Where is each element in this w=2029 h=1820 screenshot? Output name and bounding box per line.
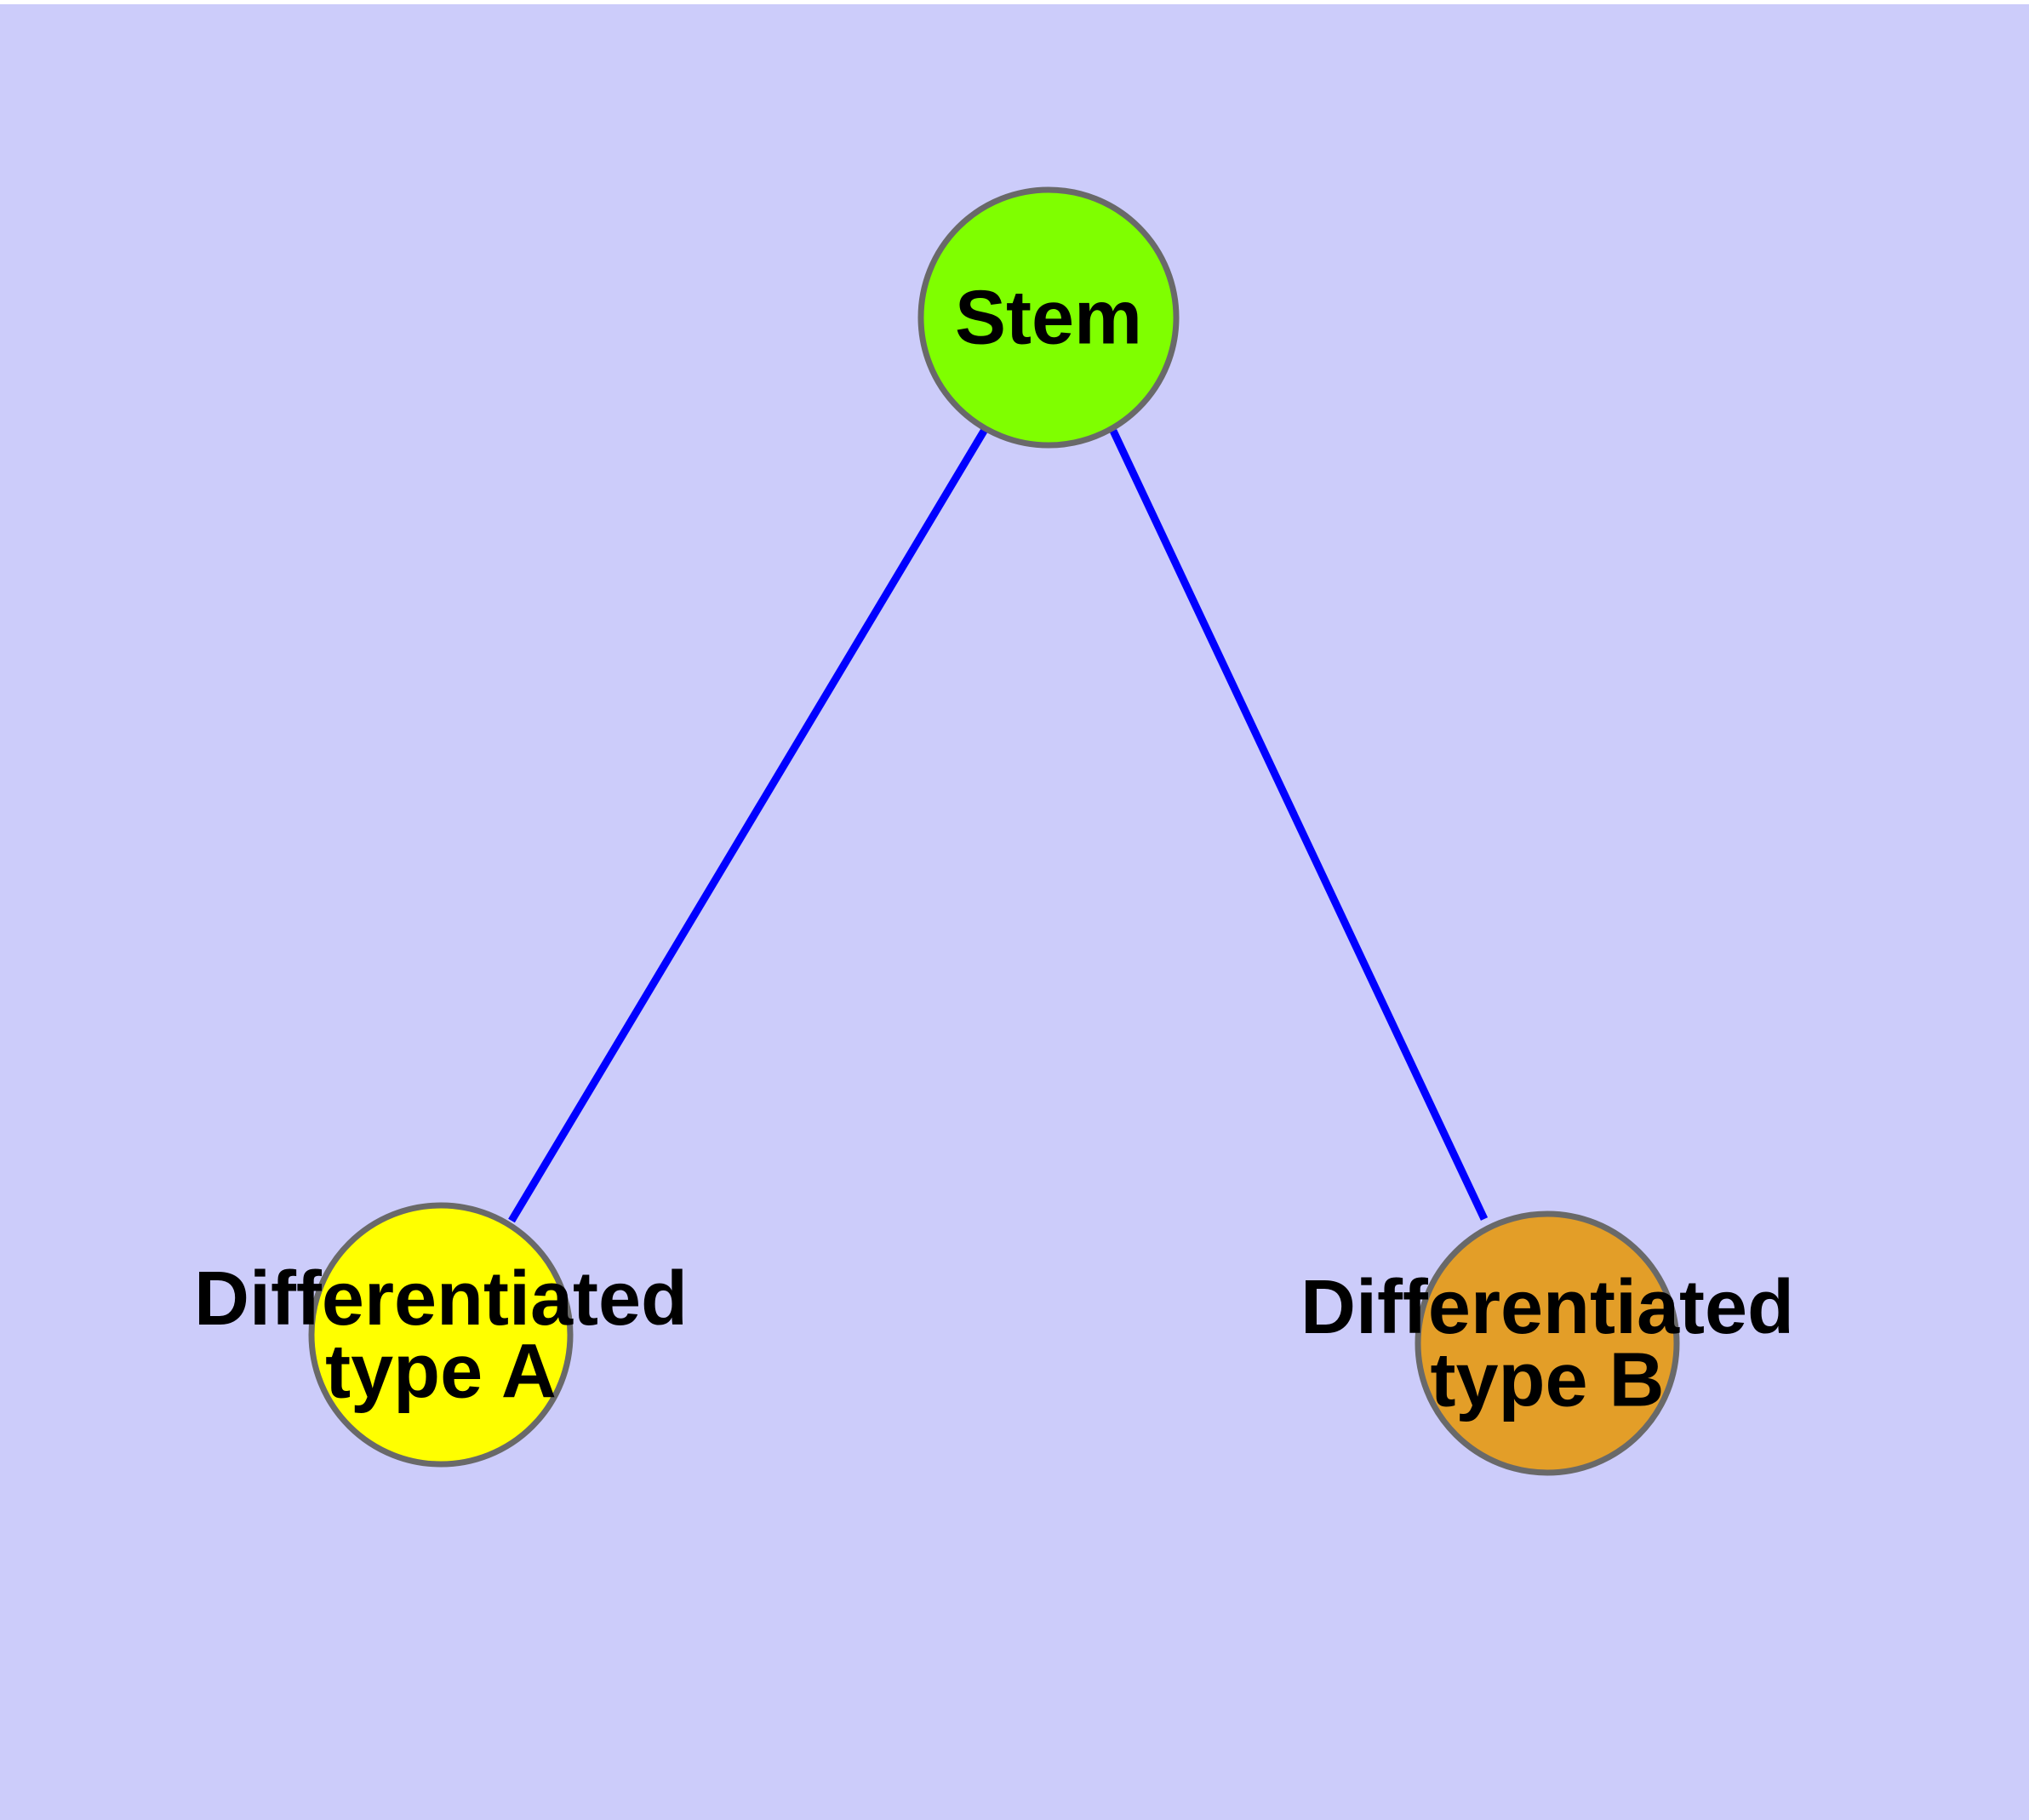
- edge-layer: [508, 426, 1489, 1223]
- node-differentiated-type-b[interactable]: [1415, 1210, 1680, 1476]
- node-label-stem: Stem: [955, 276, 1142, 361]
- edge-stem-to-differentiated-type-b[interactable]: [1109, 429, 1489, 1221]
- edge-stem-to-differentiated-type-a[interactable]: [508, 426, 989, 1223]
- node-layer: [308, 186, 1680, 1476]
- node-differentiated-type-a[interactable]: [308, 1202, 574, 1468]
- node-stem[interactable]: [917, 186, 1180, 449]
